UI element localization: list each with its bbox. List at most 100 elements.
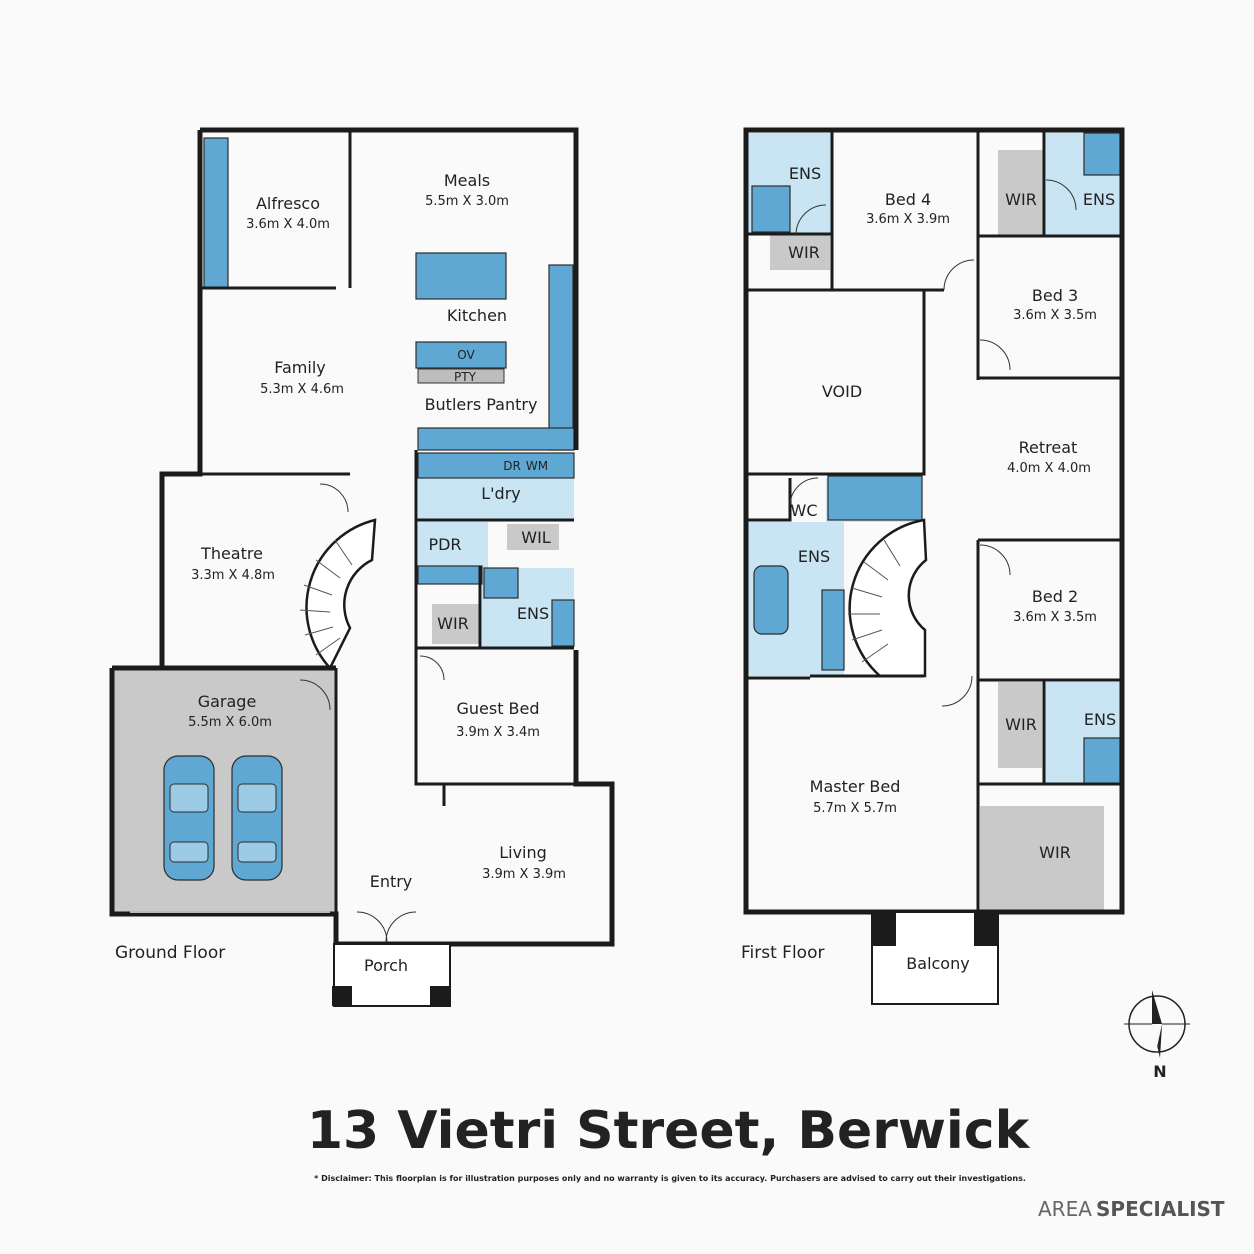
- oven-label: OV: [457, 348, 475, 362]
- ground-floor-labels: Alfresco 3.6m X 4.0m Meals 5.5m X 3.0m K…: [115, 171, 566, 975]
- brand-specialist: SPECIALIST: [1096, 1197, 1225, 1221]
- ground-spiral-stair: [299, 518, 377, 671]
- ensuite-vanity: [551, 599, 575, 647]
- alfresco-bbq-bench: [203, 137, 229, 289]
- compass-icon: N: [1124, 990, 1190, 1081]
- butlers-bench: [417, 427, 575, 451]
- laundry-bench: [417, 452, 575, 479]
- laundry-name: L'dry: [481, 484, 521, 503]
- guest-name: Guest Bed: [456, 699, 539, 718]
- kitchen-bench-right: [548, 264, 574, 451]
- gf-guest-wall: [414, 450, 576, 786]
- balcony-pillar-left: [872, 910, 896, 946]
- laundry-floor: [418, 478, 574, 520]
- bed3-door: [979, 339, 1011, 371]
- theatre-door: [319, 483, 349, 513]
- bath-tub: [753, 565, 789, 635]
- bed2-door: [979, 544, 1011, 576]
- bed4-dims: 3.6m X 3.9m: [866, 212, 950, 227]
- gf-ensuite-label: ENS: [517, 604, 549, 623]
- ens-tl-door: [795, 204, 827, 236]
- entry-double-door: [356, 911, 417, 943]
- ens-tl-shower: [751, 185, 791, 233]
- first-floor-plan: [743, 127, 1125, 1005]
- living-dims: 3.9m X 3.9m: [482, 867, 566, 882]
- meals-name: Meals: [444, 171, 490, 190]
- void-label: VOID: [822, 382, 862, 401]
- washer-label: WM: [526, 459, 548, 473]
- wir-br-label: WIR: [1039, 843, 1071, 862]
- wil-label: WIL: [521, 528, 551, 547]
- powder-label: PDR: [428, 535, 461, 554]
- retreat-name: Retreat: [1019, 438, 1078, 457]
- bed2-name: Bed 2: [1032, 587, 1078, 606]
- oven-bench: [415, 341, 507, 369]
- first-floor-labels: ENS WIR Bed 4 3.6m X 3.9m WIR ENS Bed 3 …: [741, 164, 1116, 973]
- wir-tr-box: [998, 150, 1044, 236]
- porch-pillar-left: [332, 986, 352, 1006]
- kitchen-island: [415, 252, 507, 300]
- alfresco-name: Alfresco: [256, 194, 320, 213]
- wir-br-box: [980, 806, 1104, 910]
- car-left: [163, 755, 215, 881]
- bed3-name: Bed 3: [1032, 286, 1078, 305]
- ensuite-shower: [483, 567, 519, 599]
- master-name: Master Bed: [810, 777, 901, 796]
- ens-tr-label: ENS: [1083, 190, 1115, 209]
- gf-wall-top: [200, 127, 579, 450]
- balcony-name: Balcony: [906, 954, 969, 973]
- ens-tr-shower: [1083, 132, 1121, 176]
- theatre-dims: 3.3m X 4.8m: [191, 568, 275, 583]
- property-address-title: 13 Vietri Street, Berwick: [307, 1101, 1031, 1161]
- kitchen-name: Kitchen: [447, 306, 507, 325]
- porch-name: Porch: [364, 956, 408, 975]
- ens-tr-door: [1045, 179, 1077, 211]
- theatre-name: Theatre: [200, 544, 263, 563]
- ens-mr-label: ENS: [1084, 710, 1116, 729]
- brand-area: AREA: [1038, 1197, 1092, 1221]
- wir-tl-label: WIR: [788, 243, 820, 262]
- ens-tl-label: ENS: [789, 164, 821, 183]
- entry-name: Entry: [370, 872, 413, 891]
- compass-north-label: N: [1153, 1062, 1166, 1081]
- wir-box: [432, 604, 480, 644]
- wir-tl-box: [770, 234, 830, 270]
- dryer-label: DR: [503, 459, 521, 473]
- first-spiral-stair: [848, 518, 928, 678]
- bed3-dims: 3.6m X 3.5m: [1013, 308, 1097, 323]
- bed2-dims: 3.6m X 3.5m: [1013, 610, 1097, 625]
- wc-door: [789, 477, 819, 506]
- pantry-shelf: [417, 368, 505, 384]
- balcony-pillar-right: [974, 910, 998, 946]
- master-dims: 5.7m X 5.7m: [813, 801, 897, 816]
- brand-logo: AREA SPECIALIST: [1038, 1197, 1225, 1221]
- guest-dims: 3.9m X 3.4m: [456, 725, 540, 740]
- guest-door: [419, 655, 445, 681]
- family-dims: 5.3m X 4.6m: [260, 382, 344, 397]
- ground-floor-label: Ground Floor: [115, 943, 225, 963]
- bed4-door: [943, 259, 975, 291]
- pantry-label: PTY: [454, 370, 477, 384]
- ground-floor-plan: [109, 127, 615, 1007]
- ens-mr-shower: [1083, 737, 1121, 785]
- wir-mr-box: [998, 682, 1042, 768]
- living-name: Living: [499, 843, 547, 862]
- garage-name: Garage: [198, 692, 257, 711]
- gf-wall-living: [456, 650, 615, 947]
- porch-pillar-right: [430, 986, 450, 1006]
- disclaimer-text: * Disclaimer: This floorplan is for illu…: [314, 1174, 1026, 1183]
- car-right: [231, 755, 283, 881]
- ens-main-vanity: [821, 589, 845, 671]
- ff-wc-wall: [748, 478, 792, 522]
- master-door: [941, 675, 973, 707]
- garage-door-swing: [299, 679, 331, 711]
- wc-label: WC: [791, 501, 818, 520]
- bed4-name: Bed 4: [885, 190, 931, 209]
- gf-wall-left: [159, 130, 203, 668]
- ens-main-label: ENS: [798, 547, 830, 566]
- wil-box: [507, 524, 559, 550]
- garage-dims: 5.5m X 6.0m: [188, 715, 272, 730]
- wc-cistern-wall: [827, 475, 923, 521]
- butlers-name: Butlers Pantry: [425, 395, 538, 414]
